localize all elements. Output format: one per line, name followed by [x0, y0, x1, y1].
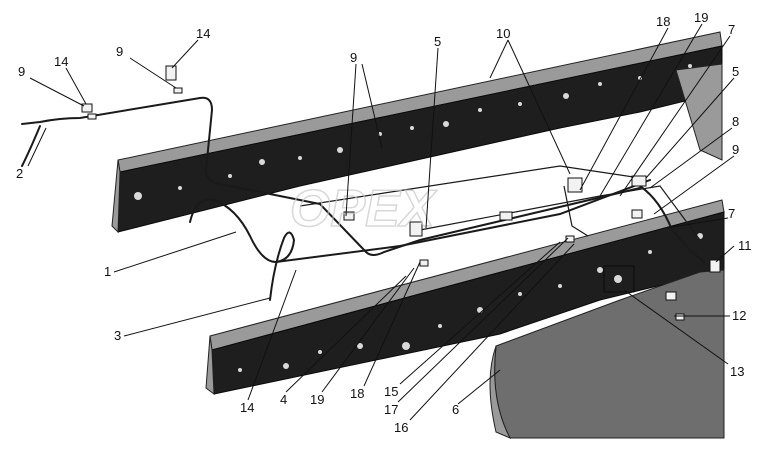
callout-11: 11 [738, 238, 752, 253]
callout-18: 18 [656, 14, 670, 29]
upper-frame-rail [111, 31, 723, 234]
callout-9: 9 [116, 44, 123, 59]
callout-9: 9 [732, 142, 739, 157]
callout-16: 16 [394, 420, 408, 435]
fittings [81, 65, 721, 321]
fitting-5 [409, 221, 423, 237]
callout-12: 12 [732, 308, 746, 323]
leader-lines [27, 23, 735, 421]
callout-19: 19 [694, 10, 708, 25]
lower-frame-rail [205, 199, 725, 396]
callout-18: 18 [350, 386, 364, 401]
callout-15: 15 [384, 384, 398, 399]
callout-1: 1 [104, 264, 111, 279]
upper-rail-holes [134, 64, 692, 200]
clip-14-left [81, 103, 93, 113]
callout-10: 10 [496, 26, 510, 41]
callout-5: 5 [434, 34, 441, 49]
callout-7: 7 [728, 22, 735, 37]
callout-19: 19 [310, 392, 324, 407]
callout-14: 14 [54, 54, 68, 69]
callout-4: 4 [280, 392, 287, 407]
callout-9: 9 [18, 64, 25, 79]
clip-14-top [165, 65, 177, 81]
callout-labels: 9 14 9 14 2 9 5 10 18 19 7 5 8 9 7 11 1 … [16, 10, 752, 435]
callout-9: 9 [350, 50, 357, 65]
tank-housing [489, 265, 725, 440]
fitting-11 [709, 259, 721, 273]
fitting-8 [631, 175, 647, 187]
callout-7: 7 [728, 206, 735, 221]
callout-8: 8 [732, 114, 739, 129]
callout-3: 3 [114, 328, 121, 343]
callout-17: 17 [384, 402, 398, 417]
callout-14: 14 [196, 26, 210, 41]
callout-13: 13 [730, 364, 744, 379]
callout-6: 6 [452, 402, 459, 417]
callout-2: 2 [16, 166, 23, 181]
watermark-text: OPEX [290, 180, 438, 238]
callout-14: 14 [240, 400, 254, 415]
fitting-18 [567, 177, 583, 193]
callout-5: 5 [732, 64, 739, 79]
